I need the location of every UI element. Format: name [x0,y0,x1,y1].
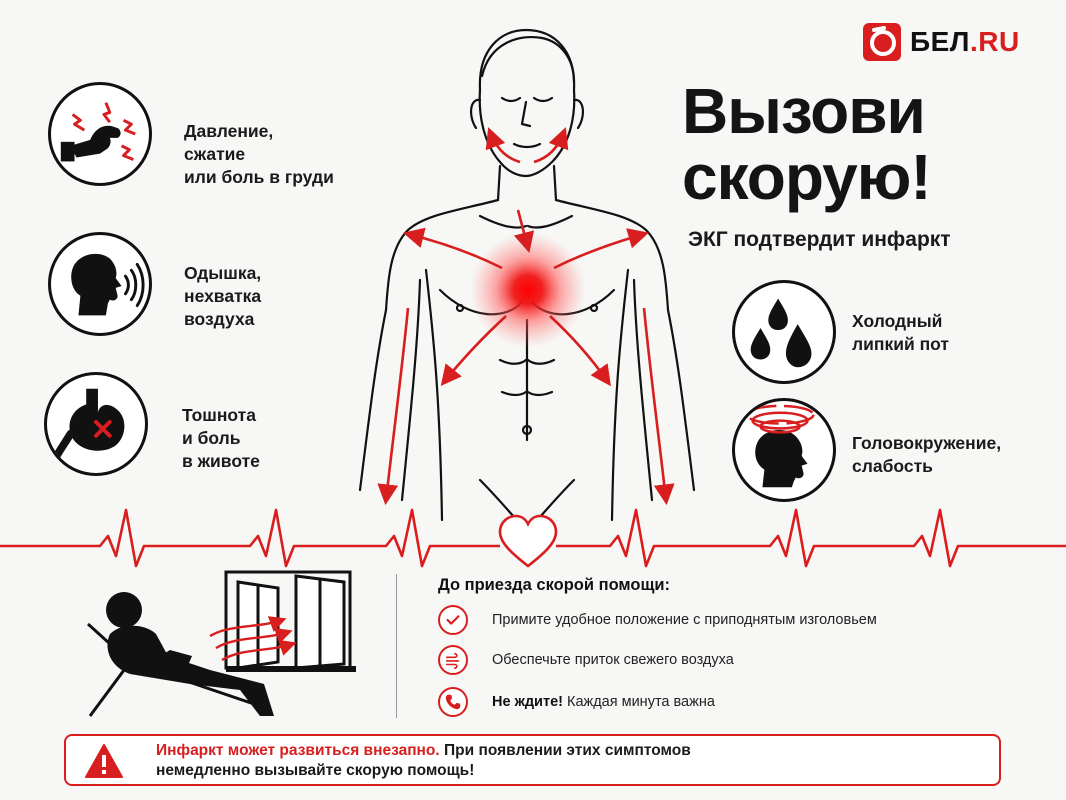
symptom-stomach: Тошнота и боль в животе [182,404,260,473]
tip-text-body: Каждая минута важна [562,694,715,710]
ecg-line [0,508,1066,568]
symptom-chest-pain-line: Давление, [184,121,274,141]
page-title-line2: скорую! [682,141,932,213]
brand-logo: БЕЛ.RU [862,20,1020,64]
symptom-sweat-line: Холодный [852,311,943,331]
symptom-breathing-line: нехватка [184,286,262,306]
tip-text: Не ждите! Каждая минута важна [492,694,715,710]
sweat-drops-icon [732,280,836,384]
page-subtitle: ЭКГ подтвердит инфаркт [688,228,951,251]
symptom-breathing-line: воздуха [184,309,255,329]
symptom-breathing: Одышка, нехватка воздуха [184,262,261,331]
warning-icon [85,744,123,778]
air-flow-icon [438,645,468,675]
phone-icon [438,687,468,717]
alert-banner: Инфаркт может развиться внезапно. При по… [64,734,1001,786]
symptom-sweat: Холодный липкий пот [852,310,949,356]
breathing-icon [48,232,152,336]
brand-name-suffix: .RU [969,26,1020,57]
dizziness-icon [732,398,836,502]
tip-text-body: Примите удобное положение с приподнятым … [492,612,877,628]
tip-text-body: Обеспечьте приток свежего воздуха [492,652,734,668]
stomach-icon [44,372,148,476]
tip-text: Обеспечьте приток свежего воздуха [492,652,734,668]
symptom-dizziness-line: слабость [852,456,933,476]
tips-title: До приезда скорой помощи: [438,576,671,594]
alert-text-line2: немедленно вызывайте скорую помощь! [156,762,475,779]
symptom-breathing-line: Одышка, [184,263,262,283]
symptom-chest-pain-line: сжатие [184,144,246,164]
symptom-chest-pain-line: или боль в груди [184,167,334,187]
heart-icon [498,514,558,568]
tip-item: Не ждите! Каждая минута важна [438,685,715,719]
chest-pain-icon [48,82,152,186]
alert-text-line1: При появлении этих симптомов [439,742,691,759]
alert-text: Инфаркт может развиться внезапно. При по… [156,741,691,781]
symptom-sweat-line: липкий пот [852,334,949,354]
symptom-dizziness: Головокружение, слабость [852,432,1001,478]
symptom-stomach-line: в животе [182,451,260,471]
symptom-stomach-line: Тошнота [182,405,256,425]
human-body-illustration [358,28,696,532]
reclining-person-illustration [86,570,356,717]
symptom-dizziness-line: Головокружение, [852,433,1002,453]
brand-logo-text: БЕЛ.RU [910,26,1020,58]
symptom-stomach-line: и боль [182,428,241,448]
check-icon [438,605,468,635]
brand-name-main: БЕЛ [910,26,970,57]
tip-item: Примите удобное положение с приподнятым … [438,603,877,637]
brand-logo-icon [863,23,901,61]
page-title: Вызови скорую! [682,78,1012,210]
page-title-line1: Вызови [682,75,926,147]
alert-text-bold: Инфаркт может развиться внезапно. [156,742,440,759]
tip-item: Обеспечьте приток свежего воздуха [438,643,734,677]
symptom-chest-pain: Давление, сжатие или боль в груди [184,120,334,189]
tip-text: Примите удобное положение с приподнятым … [492,612,877,628]
tip-text-bold: Не ждите! [492,694,563,710]
section-divider [396,574,397,718]
